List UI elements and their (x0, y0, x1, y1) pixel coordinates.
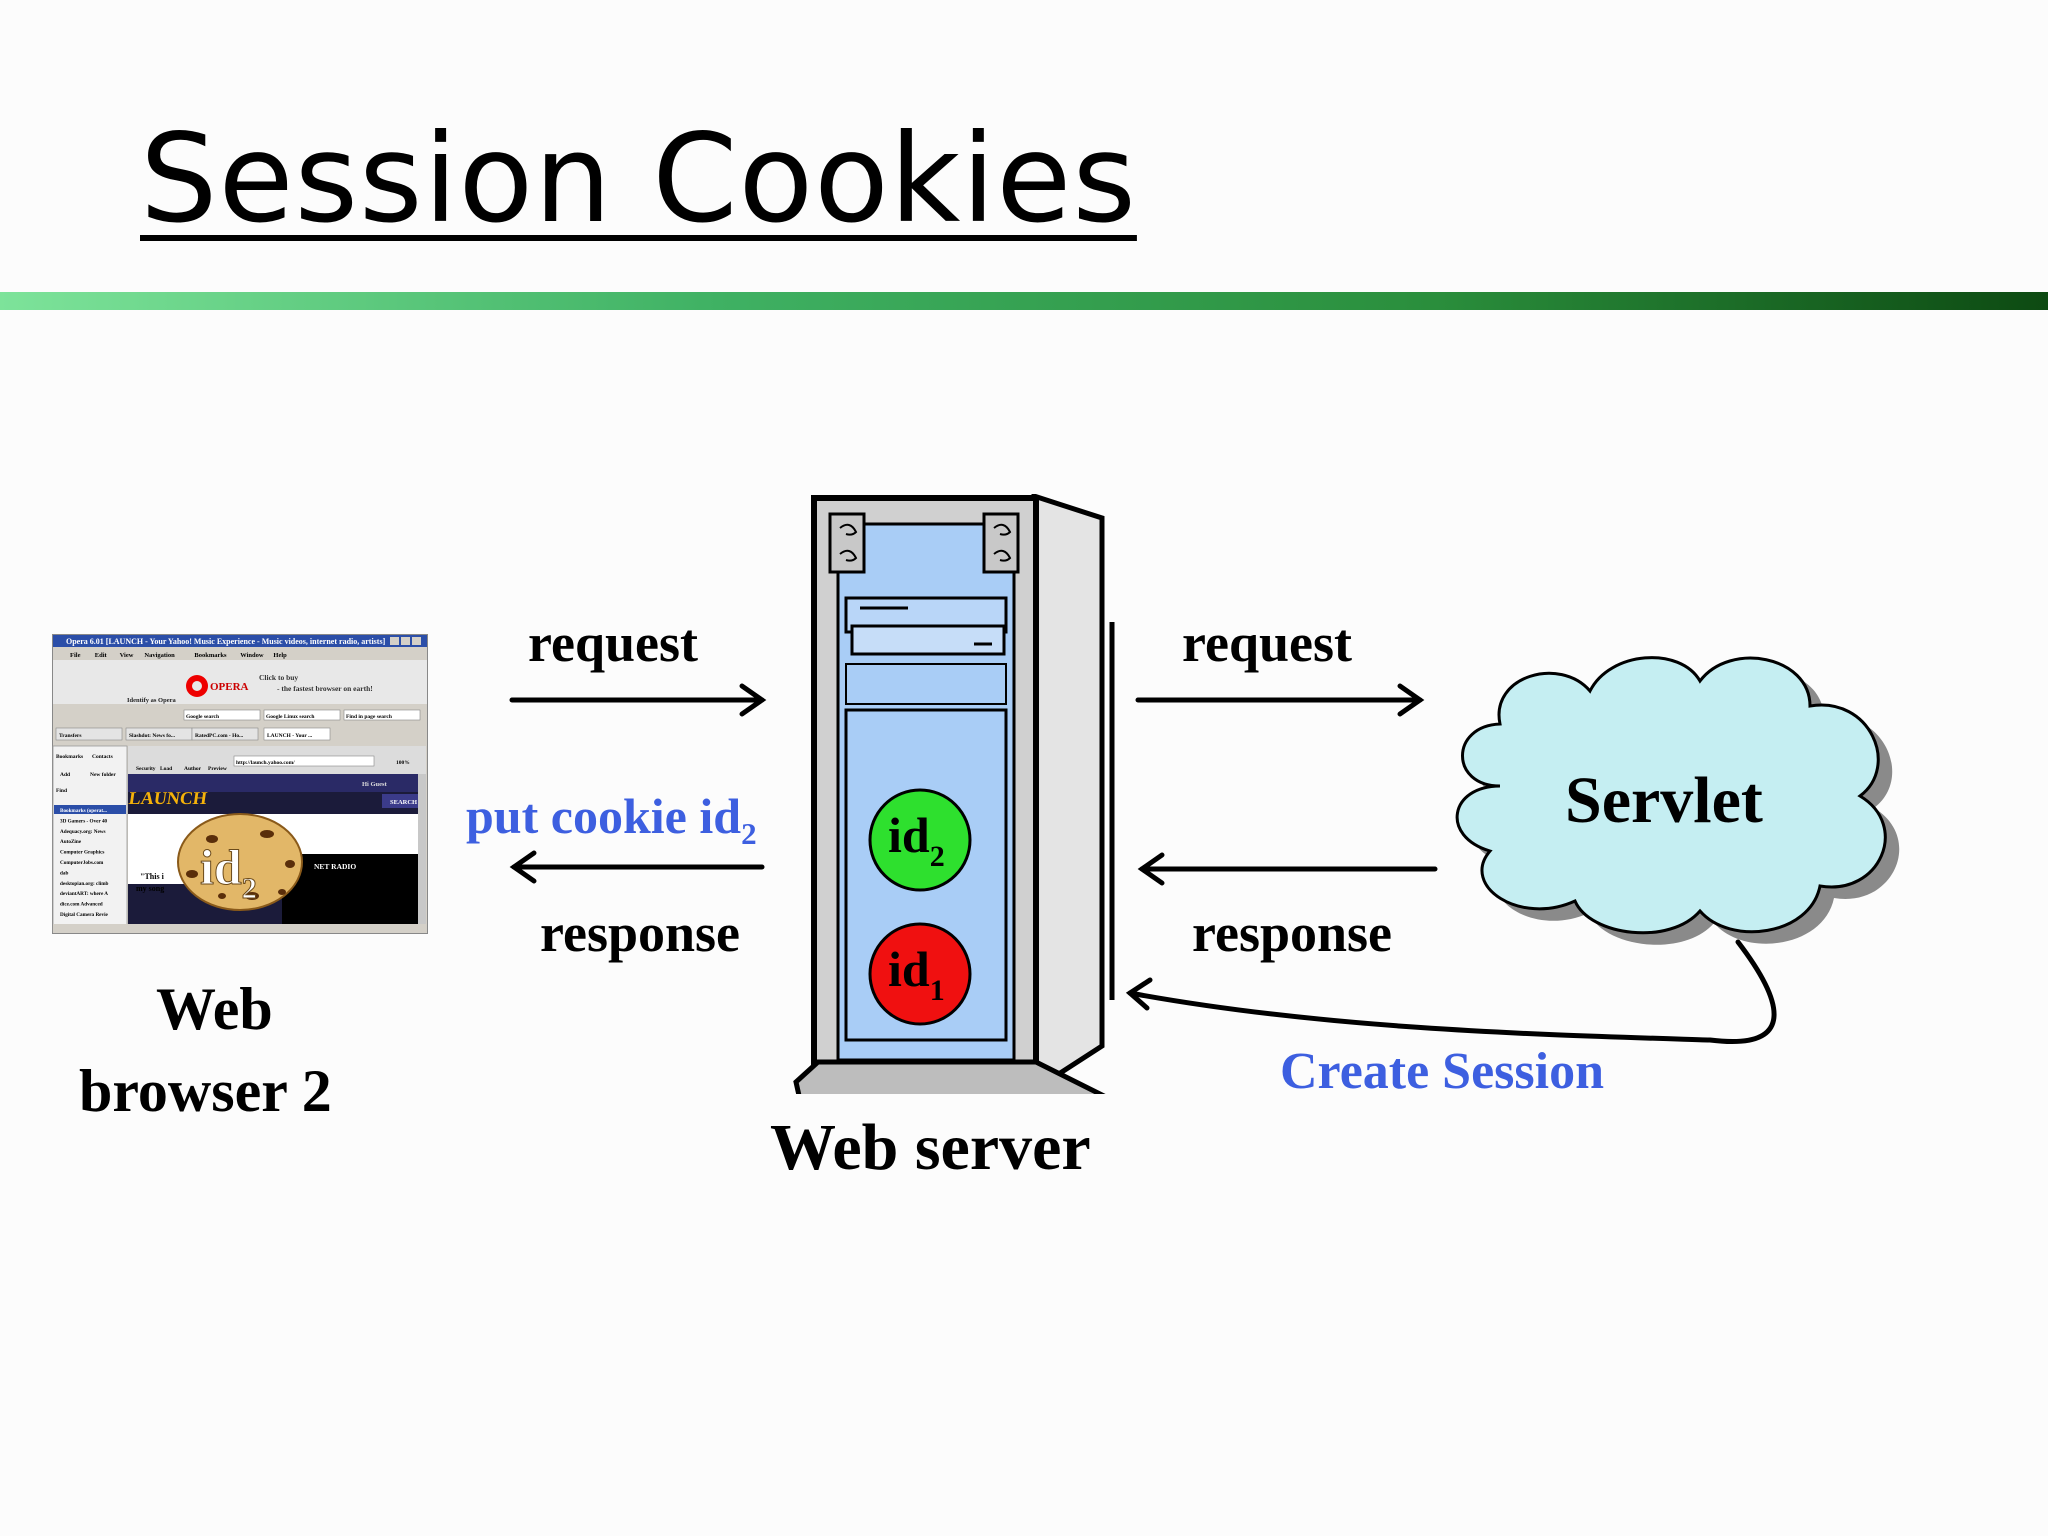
bookmark-item[interactable]: Adequacy.org: News (60, 829, 106, 835)
browser-label-line1: Web (156, 976, 273, 1042)
session-id2-label: id2 (888, 807, 945, 873)
find-label: Find (56, 788, 67, 794)
request-arrow-left (509, 683, 767, 717)
page-quote: "This i (140, 872, 165, 881)
servlet-label: Servlet (1565, 764, 1763, 837)
nav-button[interactable]: Load (160, 766, 172, 772)
menu-item[interactable]: File (70, 652, 81, 659)
bookmark-item[interactable]: 3D Gamers - Over 40 (60, 818, 108, 824)
bookmark-item[interactable]: deviantART: where A (60, 891, 108, 897)
zoom-level[interactable]: 100% (396, 760, 410, 766)
bookmark-item[interactable]: dab (60, 870, 68, 876)
browser-tab[interactable] (191, 727, 259, 741)
browser-screenshot: Opera 6.01 [LAUNCH - Your Yahoo! Music E… (52, 634, 428, 934)
bookmark-item[interactable]: Bookmarks (operat... (60, 807, 108, 814)
bookmark-item[interactable]: desktopian.org: climb (60, 881, 109, 887)
address-bar[interactable] (233, 755, 375, 767)
menu-item[interactable]: View (120, 652, 134, 659)
browser-tab-label: RatedPC.com - Ho... (195, 733, 244, 739)
page-greeting: Hi Guest (362, 781, 388, 788)
bookmark-item[interactable]: dice.com Advanced (60, 902, 103, 908)
browser-tab[interactable] (55, 727, 123, 741)
menu-item[interactable]: Help (273, 652, 287, 659)
menu-item[interactable]: Window (240, 652, 264, 659)
search-field[interactable] (183, 709, 261, 721)
web-server-tower: id2 id1 (793, 494, 1115, 1094)
browser-nav-row: Security Load Author Preview http://launch.y… (136, 755, 410, 772)
panel-button[interactable]: New folder (90, 772, 116, 778)
search-field-label: Google Linux search (266, 714, 315, 720)
create-session-arrow (1125, 939, 1777, 1044)
browser-search-row: Google search Google Linux search Find in … (183, 709, 421, 721)
request-arrow-right (1135, 683, 1425, 717)
bookmark-item[interactable]: AutoZine (60, 839, 82, 845)
create-session-label: Create Session (1280, 1043, 1605, 1100)
address-text: http://launch.yahoo.com/ (236, 760, 295, 766)
session-id2-circle (868, 788, 972, 892)
nav-button[interactable]: Author (184, 766, 202, 772)
search-field-label: Google search (186, 714, 219, 720)
launch-logo: LAUNCH (128, 788, 209, 808)
response-arrow-left (509, 850, 765, 884)
put-cookie-label: put cookie id2 (466, 788, 757, 851)
request-label-left: request (528, 613, 698, 673)
servlet-cloud: Servlet (1455, 656, 1900, 945)
page-scrollbar[interactable] (418, 774, 426, 924)
session-id1-circle (868, 922, 972, 1026)
opera-ad-line2: - the fastest browser on earth! (277, 684, 373, 693)
browser-window-title: Opera 6.01 [LAUNCH - Your Yahoo! Music E… (66, 637, 386, 646)
bookmarks-list: Bookmarks (operat... 3D Gamers - Over 40 A… (54, 805, 126, 918)
browser-title-bar (53, 635, 427, 647)
panel-button[interactable]: Add (60, 772, 70, 778)
identify-as-opera: Identify as Opera (127, 697, 177, 704)
browser-tab-label: Slashdot: News fo... (129, 733, 176, 739)
page-search: SEARCH (390, 799, 417, 806)
search-field[interactable] (343, 709, 421, 721)
session-id1-label: id1 (888, 941, 945, 1007)
search-field[interactable] (263, 709, 341, 721)
opera-ad-line1: Click to buy (259, 673, 298, 682)
page-quote-2: my song (136, 884, 164, 893)
response-arrow-right (1137, 852, 1438, 886)
response-label-right: response (1192, 903, 1393, 963)
slide-title: Session Cookies (140, 108, 1137, 250)
page-net-radio: NET RADIO (314, 862, 356, 871)
nav-button[interactable]: Preview (208, 766, 227, 772)
panel-tab[interactable]: Contacts (92, 754, 113, 760)
bookmark-item[interactable]: ComputerJobs.com (60, 860, 104, 866)
browser-menu-bar: File Edit View Navigation Bookmarks Window Hel… (70, 652, 287, 659)
search-field-label: Find in page search (346, 714, 392, 720)
browser-tab-row: Transfers Slashdot: News fo... RatedPC.com… (55, 727, 331, 741)
opera-logo-text: OPERA (210, 681, 249, 693)
menu-item[interactable]: Edit (95, 652, 108, 659)
web-server-label: Web server (770, 1111, 1091, 1184)
menu-item[interactable]: Bookmarks (194, 652, 227, 659)
response-label-left: response (540, 903, 741, 963)
panel-tab[interactable]: Bookmarks (56, 754, 83, 760)
cookie-icon (177, 813, 303, 911)
bookmark-item[interactable]: Digital Camera Revie (60, 912, 109, 918)
cloud-shape (1455, 656, 1887, 935)
browser-label-line2: browser 2 (79, 1058, 332, 1124)
menu-item[interactable]: Navigation (144, 652, 175, 659)
title-divider-bar (0, 292, 2048, 310)
browser-tab[interactable] (263, 727, 331, 741)
request-label-right: request (1182, 613, 1352, 673)
cookie-id-label: id2 (200, 839, 257, 905)
bookmark-item[interactable]: Computer Graphics (60, 850, 104, 856)
browser-tab-label: Transfers (59, 733, 82, 739)
browser-tab-label: LAUNCH - Your ... (267, 733, 313, 739)
nav-button[interactable]: Security (136, 766, 156, 772)
